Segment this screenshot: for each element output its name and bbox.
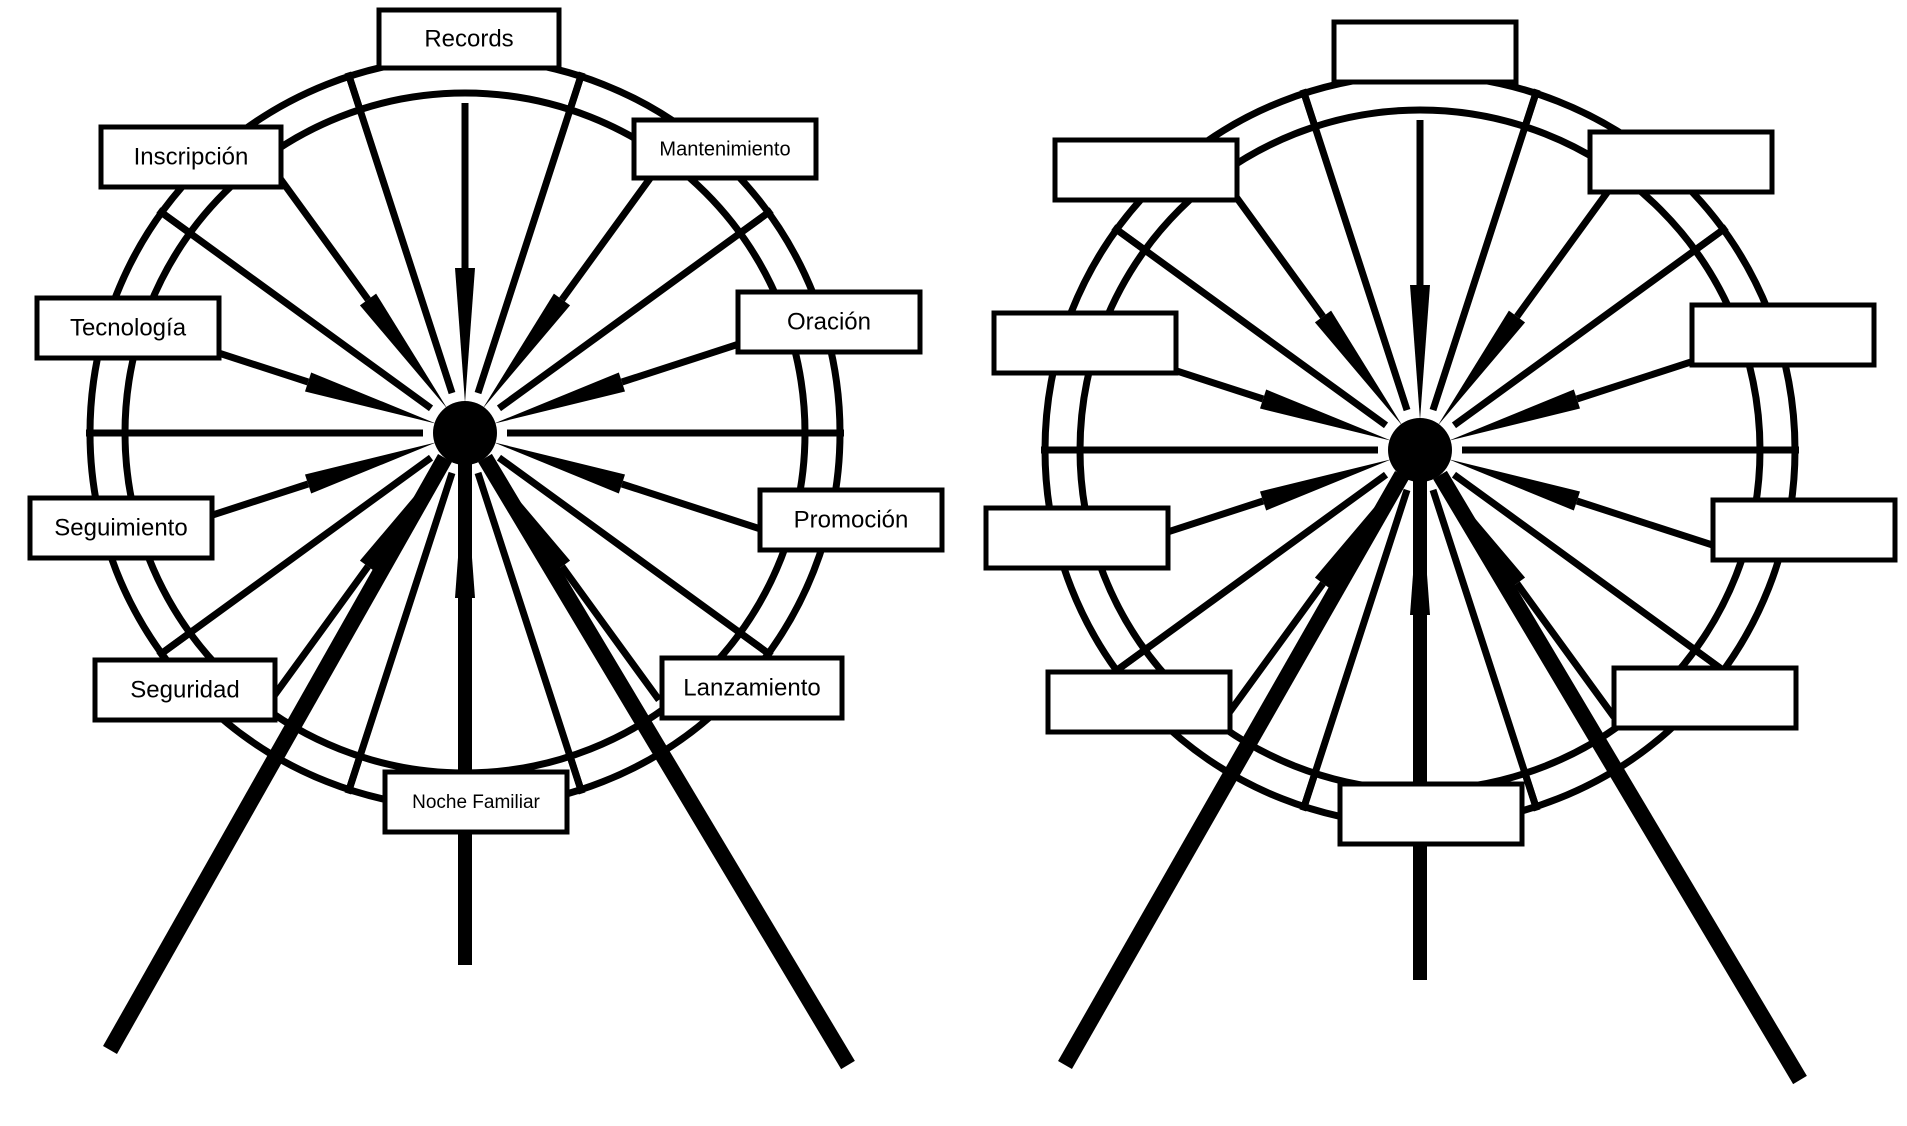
- cabin-box: [1055, 140, 1237, 200]
- cabin-mantenimiento: Mantenimiento: [634, 120, 816, 178]
- cabin-seguimiento: Seguimiento: [30, 498, 212, 558]
- cabin-oracion: Oración: [738, 292, 920, 352]
- cabin-arm: [1517, 183, 1614, 316]
- cabin-box: [1340, 784, 1522, 844]
- cabin-box: [1590, 132, 1772, 192]
- labeled-wheel: RecordsMantenimientoOraciónPromociónLanz…: [30, 10, 942, 1065]
- cabin-right-upper: [1692, 305, 1874, 365]
- cabin-lower-left: [1048, 672, 1230, 732]
- cabin-label: Tecnología: [70, 314, 187, 341]
- cabin-label: Records: [424, 25, 513, 52]
- cabin-arm: [1577, 501, 1734, 552]
- right-leg: [1440, 475, 1800, 1080]
- cabin-box: [1614, 668, 1796, 728]
- cabin-upper-left: [1055, 140, 1237, 200]
- cabin-right-lower: [1713, 500, 1895, 560]
- hub: [433, 401, 497, 465]
- cabin-box: [986, 508, 1168, 568]
- cabin-label: Noche Familiar: [412, 792, 540, 813]
- cabin-label: Oración: [787, 308, 871, 335]
- cabin-top: [1334, 22, 1516, 82]
- cabin-upper-right: [1590, 132, 1772, 192]
- cabin-box: [1048, 672, 1230, 732]
- cabin-records: Records: [379, 10, 559, 68]
- cabin-tecnologia: Tecnología: [37, 298, 219, 358]
- cabin-noche-familiar: Noche Familiar: [385, 772, 567, 832]
- arm-wedge: [1410, 285, 1430, 420]
- cabin-seguridad: Seguridad: [95, 660, 275, 720]
- cabin-box: [1713, 500, 1895, 560]
- cabin-label: Mantenimiento: [659, 138, 790, 160]
- cabin-box: [1334, 22, 1516, 82]
- cabin-left-lower: [986, 508, 1168, 568]
- cabin-arm: [622, 484, 779, 535]
- cabin-left-upper: [994, 313, 1176, 373]
- blank-wheel: [986, 22, 1895, 1080]
- cabin-arm: [271, 166, 368, 299]
- cabin-label: Promoción: [794, 506, 909, 533]
- cabin-arm: [562, 166, 659, 299]
- hub: [1388, 418, 1452, 482]
- cabin-arm: [1226, 183, 1323, 316]
- cabin-bottom: [1340, 784, 1522, 844]
- cabin-label: Seguridad: [130, 676, 239, 703]
- cabin-inscripcion: Inscripción: [101, 127, 281, 187]
- cabin-label: Seguimiento: [54, 514, 187, 541]
- cabin-label: Inscripción: [134, 143, 249, 170]
- cabin-label: Lanzamiento: [683, 674, 820, 701]
- arm-wedge: [455, 268, 475, 403]
- cabin-lanzamiento: Lanzamiento: [662, 658, 842, 718]
- cabin-box: [994, 313, 1176, 373]
- cabin-promocion: Promoción: [760, 490, 942, 550]
- cabin-box: [1692, 305, 1874, 365]
- cabin-lower-right: [1614, 668, 1796, 728]
